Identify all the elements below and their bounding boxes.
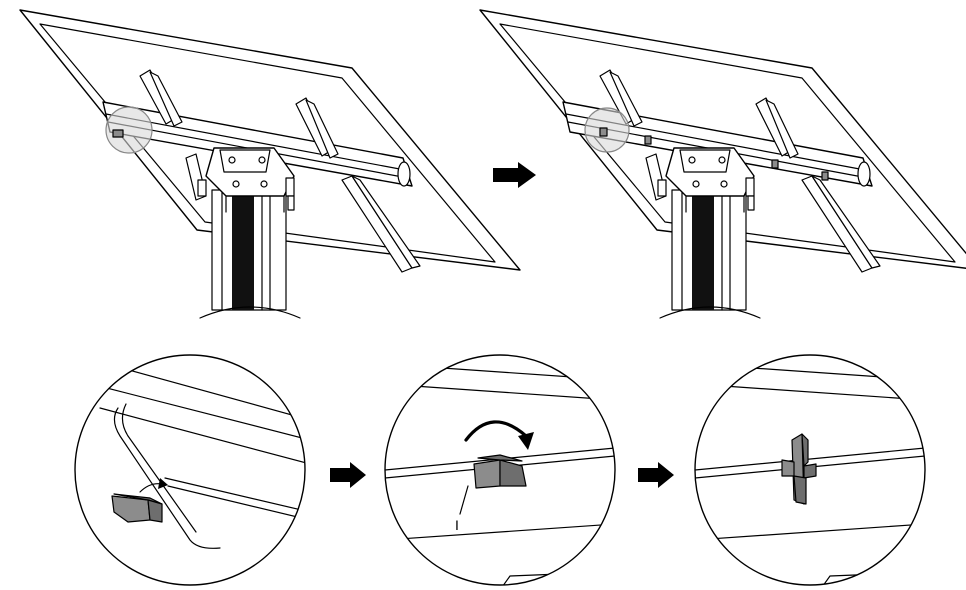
step-arrow-icon xyxy=(330,462,366,488)
step-arrow-icon xyxy=(638,462,674,488)
detail-step-2: I xyxy=(384,354,616,586)
clip-piece xyxy=(473,454,527,489)
assembly-before xyxy=(19,9,521,319)
clip-small xyxy=(112,129,124,138)
step-arrow-icon xyxy=(493,162,536,188)
rotate-arrow-icon xyxy=(464,420,534,450)
detail-step-1 xyxy=(74,354,306,586)
detail-step-3 xyxy=(694,354,926,586)
clip-piece xyxy=(111,493,163,523)
assembly-after xyxy=(479,9,966,319)
clips-installed xyxy=(599,127,829,181)
callout-leader xyxy=(459,485,469,515)
clip-piece-locked xyxy=(781,433,817,505)
callout-label: I xyxy=(455,517,459,533)
highlight-circle xyxy=(105,106,153,154)
